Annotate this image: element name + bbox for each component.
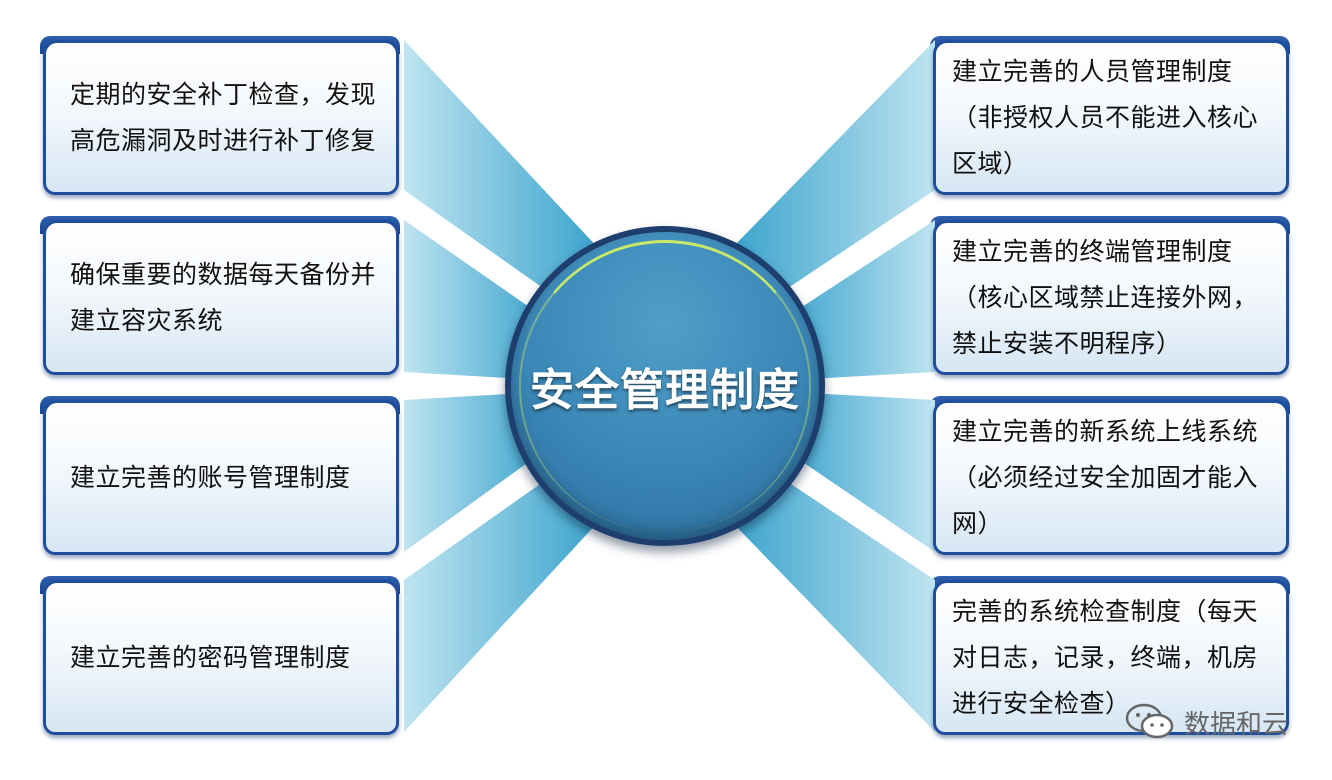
card-text: 确保重要的数据每天备份并建立容灾系统 [70,259,377,335]
card-right-1: 建立完善的人员管理制度（非授权人员不能进入核心区域） [930,36,1290,195]
ray-right-4 [730,470,935,732]
wechat-icon [1125,703,1174,739]
card-right-3: 建立完善的新系统上线系统（必须经过安全加固才能入网） [930,396,1290,555]
ray-left-4 [404,470,600,732]
card-text: 建立完善的终端管理制度（核心区域禁止连接外网，禁止安装不明程序） [952,236,1259,358]
watermark-text: 数据和云 [1183,709,1288,740]
hub-title: 安全管理制度 [530,365,800,416]
card-text: 建立完善的新系统上线系统（必须经过安全加固才能入网） [952,416,1259,538]
card-right-2: 建立完善的终端管理制度（核心区域禁止连接外网，禁止安装不明程序） [930,216,1290,375]
watermark: 数据和云 [1124,702,1288,742]
card-text: 建立完善的人员管理制度（非授权人员不能进入核心区域） [952,56,1259,178]
center-hub: 安全管理制度 [505,226,825,546]
card-left-3: 建立完善的账号管理制度 [40,396,400,555]
card-text: 建立完善的密码管理制度 [70,642,351,672]
card-left-1: 定期的安全补丁检查，发现高危漏洞及时进行补丁修复 [40,36,400,195]
ray-right-2 [782,220,935,380]
card-left-4: 建立完善的密码管理制度 [40,576,400,735]
ray-right-1 [730,40,935,300]
card-text: 完善的系统检查制度（每天对日志，记录，终端，机房进行安全检查） [952,596,1259,718]
ray-right-3 [782,392,935,552]
card-left-2: 确保重要的数据每天备份并建立容灾系统 [40,216,400,375]
card-right-4: 完善的系统检查制度（每天对日志，记录，终端，机房进行安全检查） [930,576,1290,735]
card-text: 建立完善的账号管理制度 [70,462,351,492]
ray-left-1 [404,40,600,300]
card-text: 定期的安全补丁检查，发现高危漏洞及时进行补丁修复 [70,79,377,155]
